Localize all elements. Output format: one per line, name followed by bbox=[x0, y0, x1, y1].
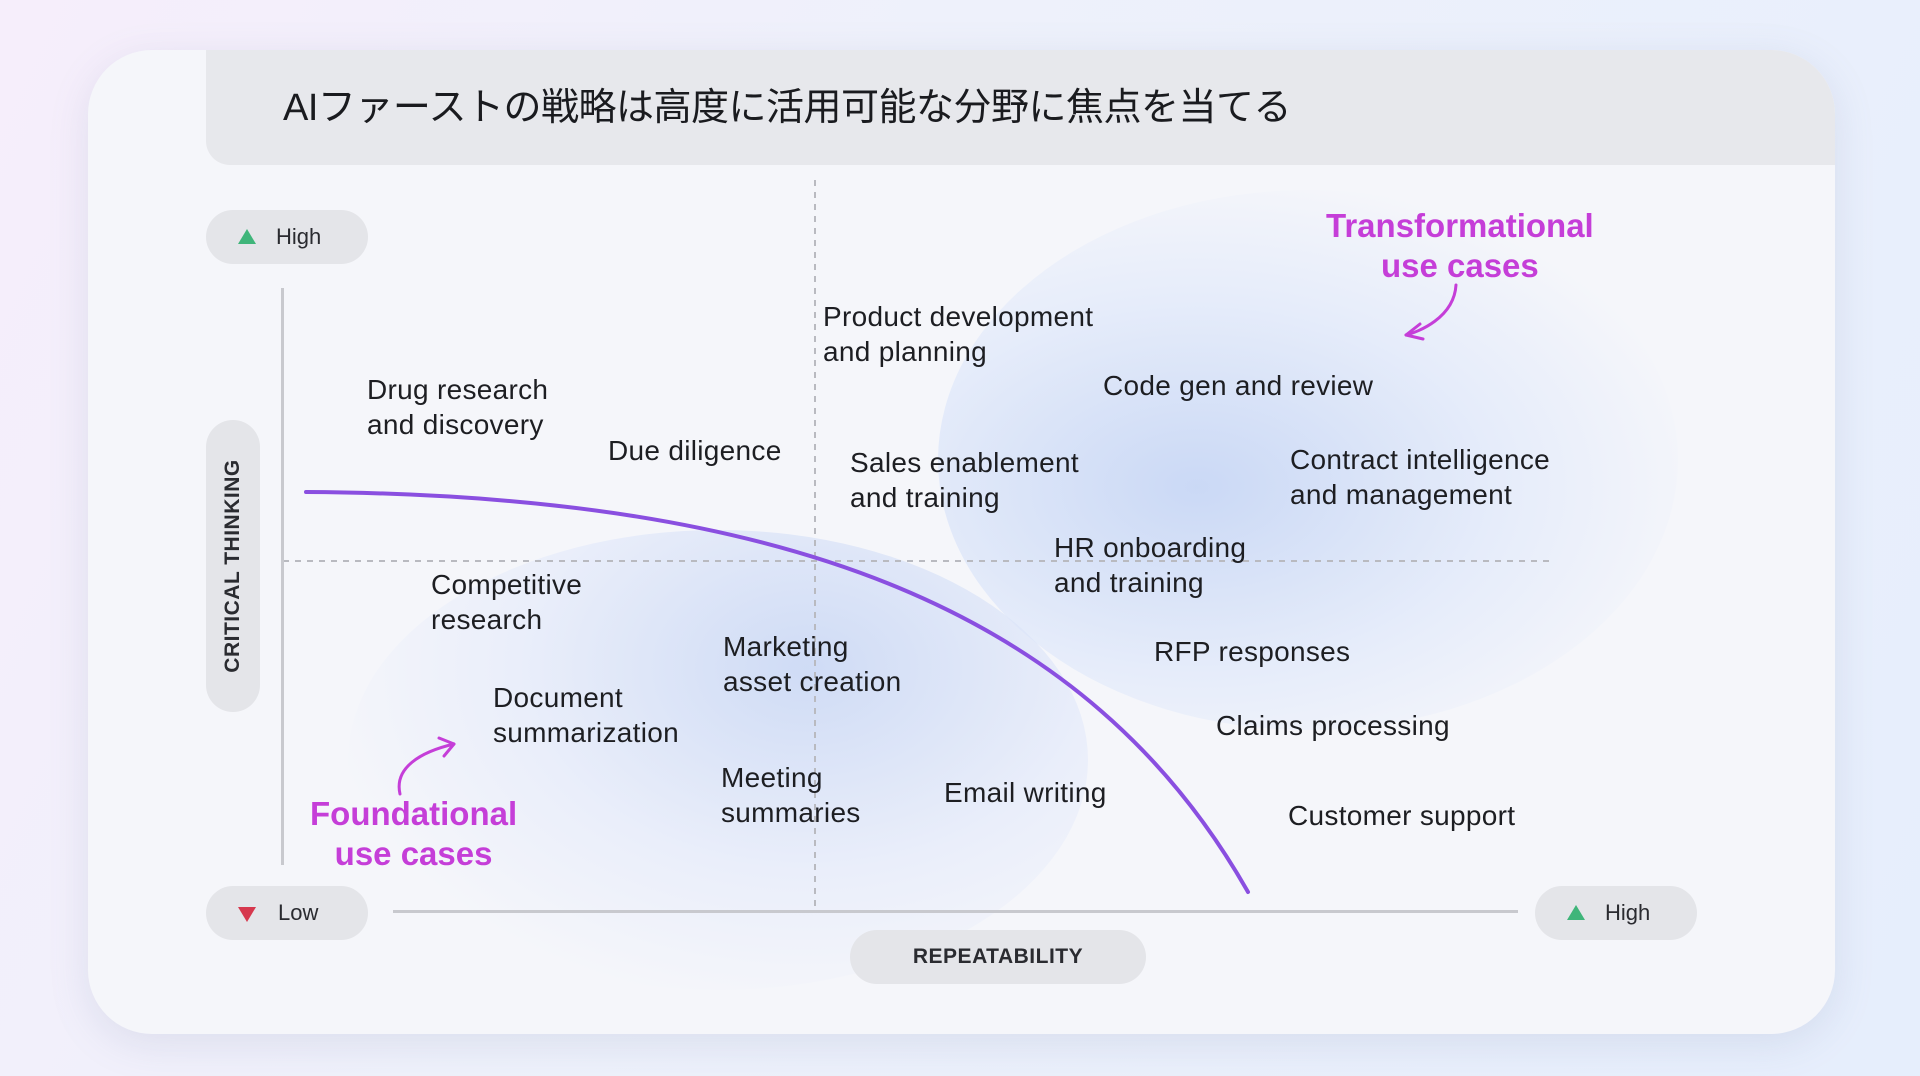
use-case-label: Claims processing bbox=[1216, 710, 1450, 741]
use-case-due-diligence: Due diligence bbox=[608, 433, 782, 468]
x-axis-high-label: High bbox=[1605, 900, 1651, 925]
y-axis-high-badge: High bbox=[206, 210, 368, 264]
triangle-up-green-icon bbox=[238, 229, 256, 244]
use-case-label: HR onboarding bbox=[1054, 532, 1247, 563]
use-case-hr-onboarding: HR onboarding and training bbox=[1054, 530, 1246, 600]
use-case-label: and management bbox=[1290, 479, 1513, 510]
y-axis-label: CRITICAL THINKING bbox=[221, 459, 244, 673]
use-case-label: summarization bbox=[493, 717, 679, 748]
use-case-label: Code gen and review bbox=[1103, 370, 1374, 401]
use-case-label: and discovery bbox=[367, 409, 544, 440]
use-case-label: Sales enablement bbox=[850, 447, 1079, 478]
x-axis-high-badge: High bbox=[1535, 886, 1697, 940]
use-case-label: Due diligence bbox=[608, 435, 782, 466]
use-case-label: Marketing bbox=[723, 631, 849, 662]
use-case-customer-support: Customer support bbox=[1288, 798, 1515, 833]
use-case-drug-research: Drug research and discovery bbox=[367, 372, 548, 442]
use-case-marketing-asset-creation: Marketing asset creation bbox=[723, 629, 902, 699]
use-case-label: research bbox=[431, 604, 543, 635]
transformational-callout-line2: use cases bbox=[1380, 247, 1539, 284]
use-case-label: asset creation bbox=[723, 666, 902, 697]
use-case-label: summaries bbox=[721, 797, 861, 828]
use-case-document-summarization: Document summarization bbox=[493, 680, 679, 750]
foundational-arrow bbox=[397, 742, 456, 796]
use-case-label: Document bbox=[493, 682, 624, 713]
use-case-code-gen: Code gen and review bbox=[1103, 368, 1373, 403]
use-case-product-development: Product development and planning bbox=[823, 299, 1093, 369]
x-axis-line bbox=[393, 910, 1518, 913]
triangle-up-green-icon bbox=[1567, 905, 1585, 920]
title-bar bbox=[206, 50, 1835, 165]
foundational-callout-line2: use cases bbox=[334, 835, 493, 872]
y-axis-label-pill bbox=[206, 420, 260, 712]
x-axis-label: REPEATABILITY bbox=[912, 945, 1084, 968]
transformational-callout-line1: Transformational bbox=[1326, 207, 1594, 244]
use-case-claims-processing: Claims processing bbox=[1216, 708, 1450, 743]
page-title: AIファーストの戦略は高度に活用可能な分野に焦点を当てる bbox=[283, 87, 1292, 129]
use-case-label: RFP responses bbox=[1154, 636, 1351, 667]
use-case-label: and planning bbox=[823, 336, 987, 367]
use-case-label: Meeting bbox=[721, 762, 823, 793]
use-case-label: Competitive bbox=[431, 569, 583, 600]
frontier-curve bbox=[304, 490, 1250, 894]
transformational-arrow bbox=[1404, 283, 1458, 337]
x-axis-low-label: Low bbox=[278, 900, 319, 925]
use-case-rfp-responses: RFP responses bbox=[1154, 634, 1350, 669]
foundational-arrowhead bbox=[437, 736, 456, 758]
y-axis-high-label: High bbox=[276, 224, 322, 249]
slide-card: AIファーストの戦略は高度に活用可能な分野に焦点を当てる High Low Hi… bbox=[88, 50, 1835, 1034]
use-case-label: Contract intelligence bbox=[1290, 444, 1550, 475]
x-axis-label-pill bbox=[850, 930, 1146, 984]
use-case-label: Drug research bbox=[367, 374, 549, 405]
y-axis-line bbox=[281, 288, 284, 865]
use-case-label: Product development bbox=[823, 301, 1094, 332]
use-case-label: Email writing bbox=[944, 777, 1107, 808]
use-case-sales-enablement: Sales enablement and training bbox=[850, 445, 1079, 515]
transformational-callout: Transformational use cases bbox=[1326, 206, 1594, 286]
use-case-email-writing: Email writing bbox=[944, 775, 1107, 810]
use-case-meeting-summaries: Meeting summaries bbox=[721, 760, 861, 830]
use-case-label: and training bbox=[1054, 567, 1204, 598]
use-case-label: Customer support bbox=[1288, 800, 1516, 831]
foundational-callout: Foundational use cases bbox=[310, 794, 517, 874]
use-case-competitive-research: Competitive research bbox=[431, 567, 582, 637]
x-axis-low-badge: Low bbox=[206, 886, 368, 940]
transformational-arrowhead bbox=[1404, 322, 1425, 341]
foundational-callout-line1: Foundational bbox=[310, 795, 518, 832]
use-case-label: and training bbox=[850, 482, 1000, 513]
quadrant-plot bbox=[283, 180, 1550, 910]
use-case-contract-intelligence: Contract intelligence and management bbox=[1290, 442, 1550, 512]
triangle-down-red-icon bbox=[238, 907, 256, 922]
